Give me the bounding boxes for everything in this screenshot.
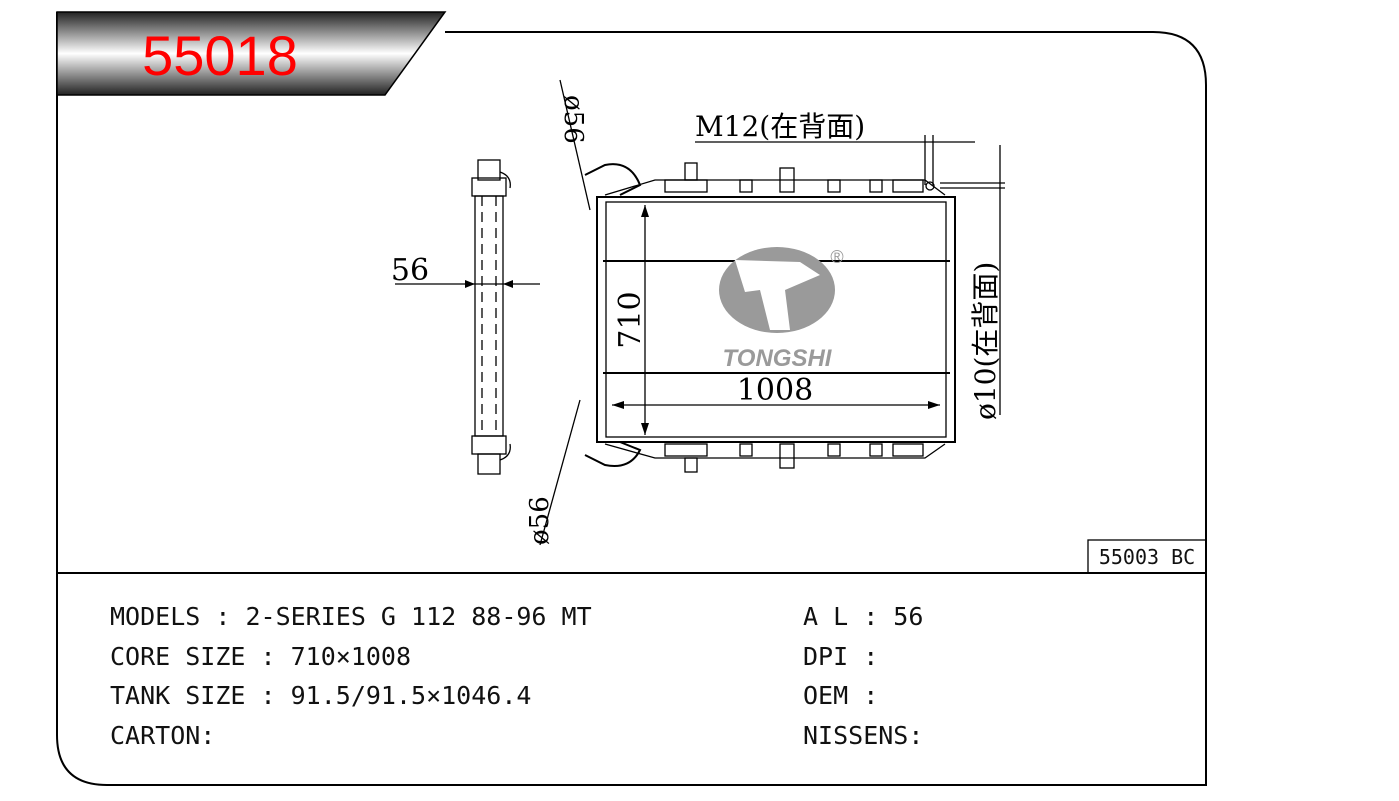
- part-number-banner: 55018: [56, 11, 447, 96]
- specs-left: MODELS : 2-SERIES G 112 88-96 MT CORE SI…: [110, 602, 592, 750]
- dim-outlet: ø56: [525, 496, 555, 545]
- spec-nissens: NISSENS:: [803, 721, 923, 750]
- svg-text:®: ®: [830, 247, 843, 267]
- spec-dpi: DPI :: [803, 642, 878, 671]
- spec-models: MODELS : 2-SERIES G 112 88-96 MT: [110, 602, 592, 631]
- spec-al: A L : 56: [803, 602, 923, 631]
- specs-right: A L : 56 DPI : OEM : NISSENS:: [803, 602, 923, 750]
- dim-height: 710: [613, 291, 648, 348]
- spec-carton: CARTON:: [110, 721, 215, 750]
- reference-box: [1087, 539, 1207, 574]
- dim-thickness: 56: [391, 253, 429, 288]
- dim-hole: ø10(在背面): [969, 262, 1002, 420]
- logo-text: TONGSHI: [723, 345, 833, 372]
- front-view: ø56 ø56 710 1008 M12(在背面) ø10(在背面) ® TON…: [525, 79, 1005, 546]
- sheet-frame: 55003 BC: [56, 12, 1207, 786]
- dim-bolt: M12(在背面): [695, 110, 865, 143]
- reference-code: 55003 BC: [1099, 545, 1195, 569]
- spec-oem: OEM :: [803, 681, 878, 710]
- tongshi-logo: ® TONGSHI: [719, 247, 844, 372]
- side-view: 56: [391, 159, 540, 475]
- dim-width: 1008: [737, 373, 813, 408]
- part-number: 55018: [142, 24, 298, 87]
- spec-core-size: CORE SIZE : 710×1008: [110, 642, 411, 671]
- spec-tank-size: TANK SIZE : 91.5/91.5×1046.4: [110, 681, 531, 710]
- dim-inlet: ø56: [558, 95, 588, 144]
